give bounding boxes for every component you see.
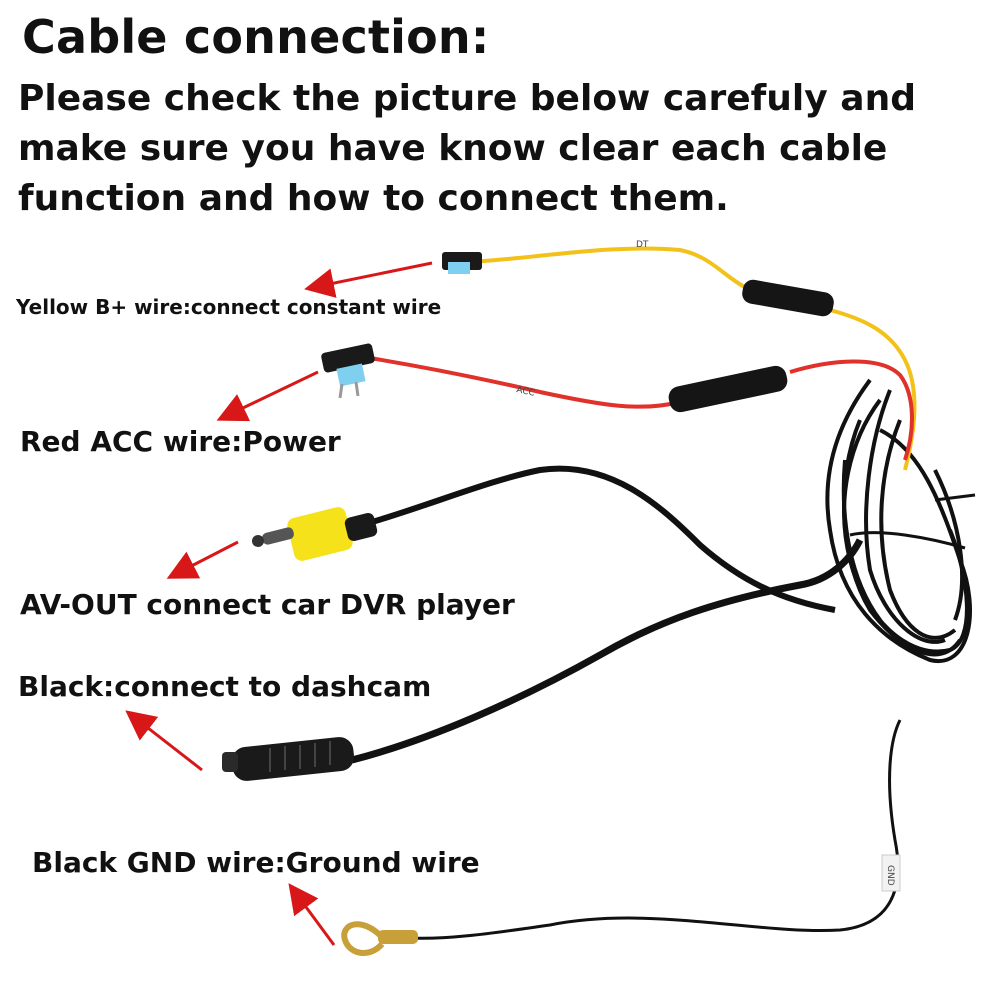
yellow-wire: DT <box>442 240 917 471</box>
red-wire-tag: ACC <box>515 385 535 399</box>
dashcam-cable <box>222 538 864 781</box>
yellow-fuse-holder <box>742 279 834 317</box>
arrow-av <box>166 540 239 579</box>
arrow-red <box>216 370 319 422</box>
gnd-wire-tag: GND <box>885 865 895 886</box>
callout-av-out: AV-OUT connect car DVR player <box>20 588 515 621</box>
arrow-black <box>125 710 203 772</box>
callout-yellow-wire: Yellow B+ wire:connect constant wire <box>16 295 442 319</box>
av-out-cable <box>252 465 836 613</box>
red-fuse-holder <box>668 365 788 413</box>
instruction-line-3: function and how to connect them. <box>18 178 729 219</box>
red-wire: ACC <box>321 343 914 461</box>
callout-red-wire: Red ACC wire:Power <box>20 425 341 458</box>
gnd-wire: GND <box>341 719 902 956</box>
instruction-line-2: make sure you have know clear each cable <box>18 128 888 169</box>
yellow-fuse-tap <box>442 252 482 274</box>
dashcam-plug <box>222 737 355 781</box>
ground-ring-terminal <box>341 921 418 956</box>
red-fuse-tap <box>321 343 375 399</box>
rca-connector <box>252 507 378 561</box>
callout-gnd-wire: Black GND wire:Ground wire <box>32 846 480 879</box>
callout-black-dashcam: Black:connect to dashcam <box>18 670 432 703</box>
instruction-line-1: Please check the picture below carefuly … <box>18 78 916 119</box>
pointer-arrows <box>125 261 433 946</box>
page-title: Cable connection: <box>22 10 490 64</box>
yellow-wire-tag: DT <box>636 240 649 250</box>
cable-coil <box>825 378 976 664</box>
arrow-gnd <box>288 883 336 946</box>
arrow-yellow <box>304 261 433 298</box>
